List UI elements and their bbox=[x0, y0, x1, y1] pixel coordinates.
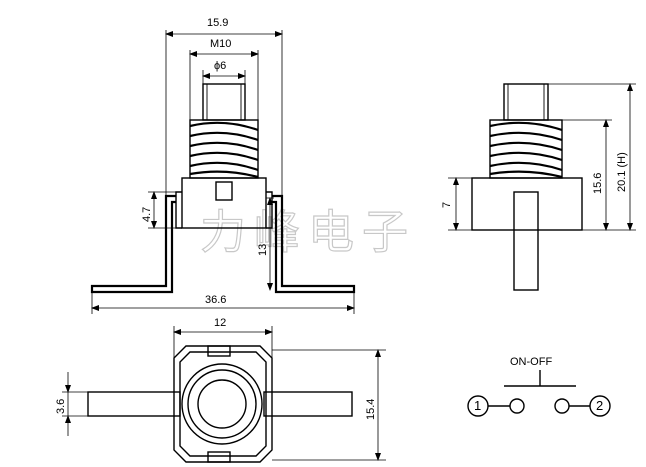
side-threaded-bushing bbox=[489, 119, 563, 179]
front-left-bracket-top bbox=[175, 191, 182, 229]
dim-36-6-label: 36.6 bbox=[205, 294, 226, 306]
dim-13-label: 13 bbox=[257, 244, 269, 256]
bottom-body-outer bbox=[173, 345, 273, 463]
side-body bbox=[471, 177, 583, 231]
schematic-terminal-2 bbox=[589, 395, 611, 417]
bottom-view bbox=[87, 345, 353, 463]
schematic-terminal-1-label: 1 bbox=[474, 398, 481, 413]
schematic-contact-left bbox=[509, 398, 525, 414]
bottom-middle-ring bbox=[187, 369, 257, 439]
bottom-body-inner bbox=[179, 351, 267, 457]
schematic-terminal-2-label: 2 bbox=[596, 398, 603, 413]
front-threaded-bushing bbox=[189, 119, 259, 179]
dim-20-1-label: 20.1 (H) bbox=[616, 152, 628, 192]
switch-schematic: ON-OFF 1 2 bbox=[467, 356, 611, 417]
front-view bbox=[90, 83, 356, 294]
dim-7-label: 7 bbox=[441, 202, 453, 208]
bottom-dimensions: 12 3.6 15.4 bbox=[55, 317, 386, 461]
dim-15-6-label: 15.6 bbox=[592, 173, 604, 194]
watermark-text: 力峰电子 bbox=[200, 205, 416, 259]
dim-12-label: 12 bbox=[214, 317, 226, 329]
front-left-leg bbox=[90, 194, 176, 294]
bottom-outer-ring bbox=[181, 363, 263, 445]
dim-phi6-label: ϕ6 bbox=[214, 60, 226, 72]
front-plunger bbox=[202, 83, 246, 121]
side-terminal-leg bbox=[513, 191, 539, 291]
schematic-contact-right bbox=[554, 398, 570, 414]
dim-3-6-label: 3.6 bbox=[55, 399, 67, 414]
side-thread-lines bbox=[489, 121, 563, 179]
front-dimensions: 15.9 M10 ϕ6 4.7 13 36.6 bbox=[91, 17, 355, 314]
bottom-plunger-circle bbox=[197, 379, 247, 429]
dim-15-9-label: 15.9 bbox=[207, 17, 228, 29]
bottom-bottom-tab bbox=[207, 451, 231, 463]
bottom-left-pin bbox=[87, 391, 181, 417]
side-dimensions: 7 15.6 20.1 (H) bbox=[441, 83, 636, 231]
front-right-leg bbox=[272, 194, 356, 294]
front-body bbox=[181, 177, 267, 229]
bottom-right-pin bbox=[263, 391, 353, 417]
dim-4-7-label: 4.7 bbox=[141, 207, 153, 222]
side-plunger bbox=[503, 83, 549, 121]
dim-15-4-label: 15.4 bbox=[365, 399, 377, 420]
schematic-label: ON-OFF bbox=[510, 356, 552, 368]
front-thread-lines bbox=[189, 121, 259, 179]
side-view bbox=[471, 83, 583, 291]
bottom-top-tab bbox=[207, 345, 231, 357]
dim-m10-label: M10 bbox=[210, 38, 231, 50]
front-center-pin bbox=[215, 181, 233, 201]
